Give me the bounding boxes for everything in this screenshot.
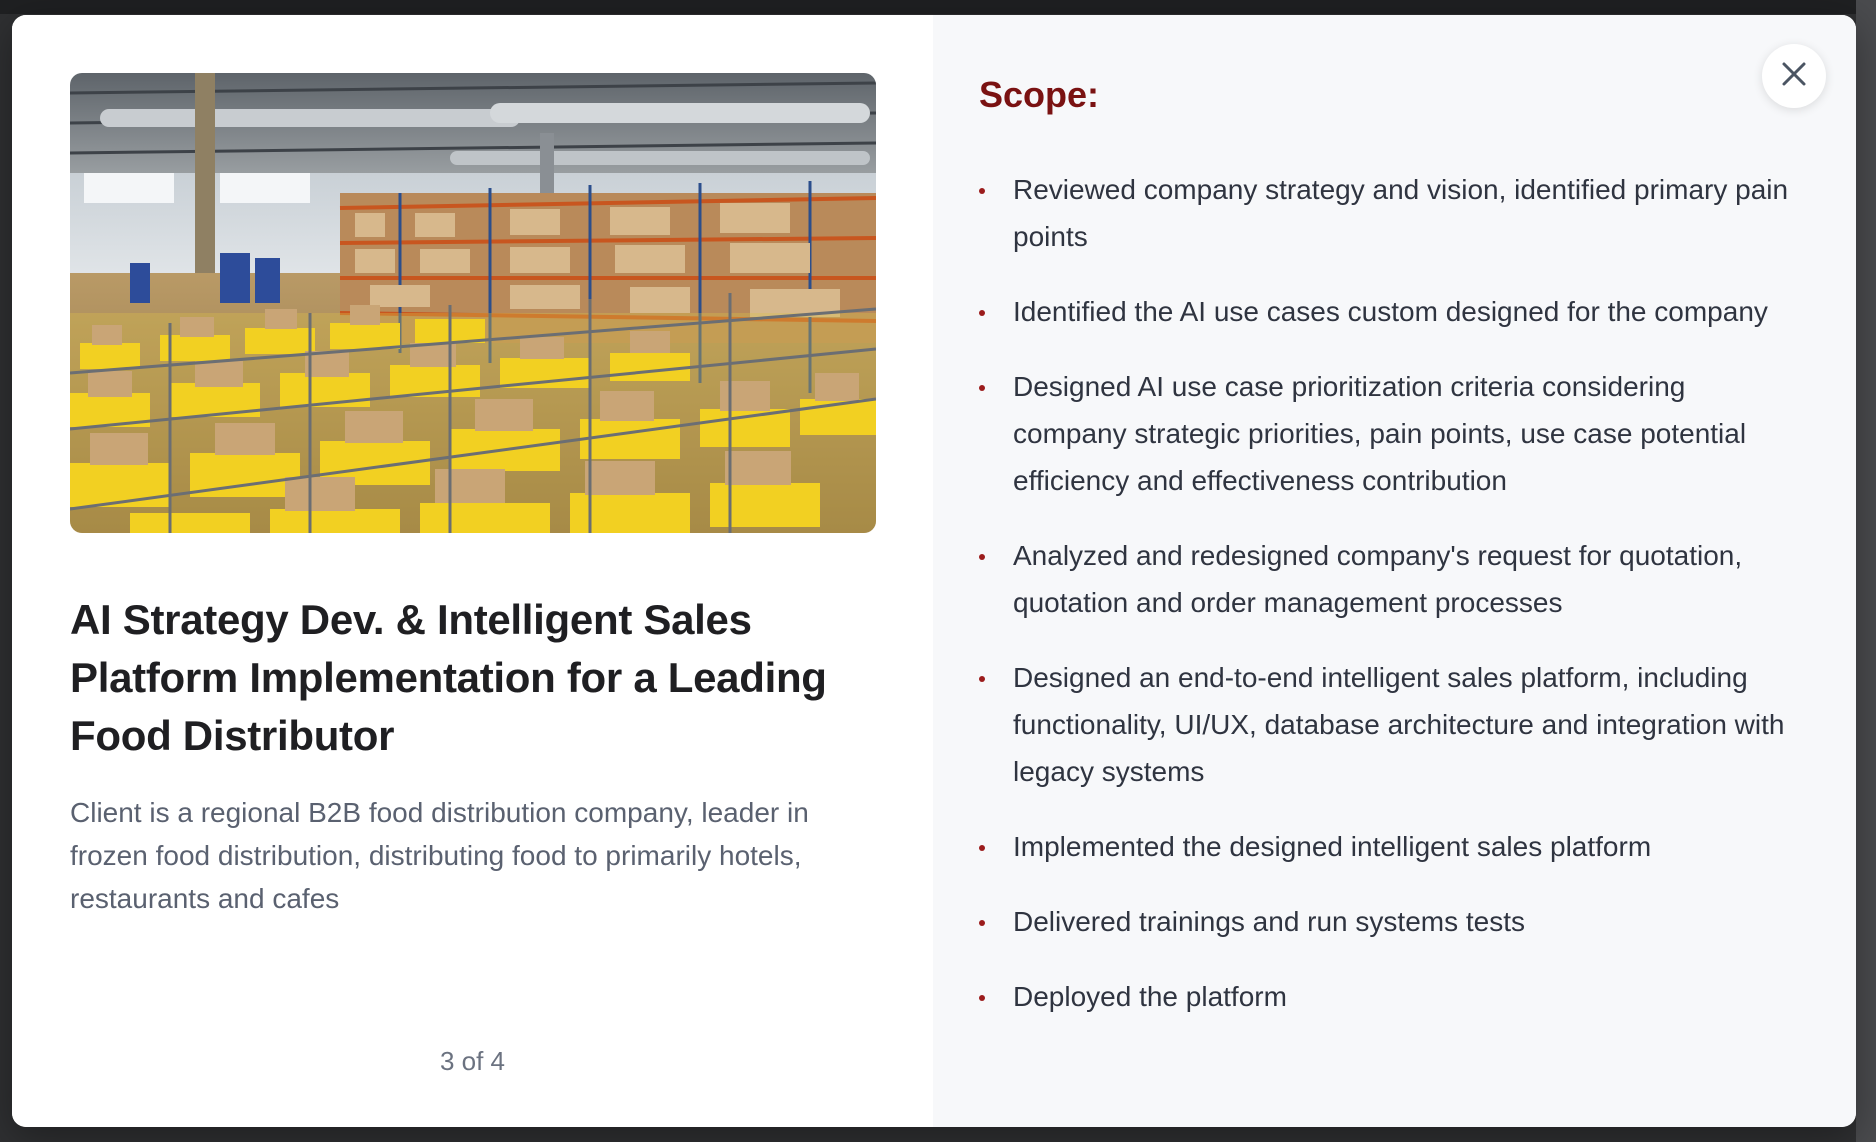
case-study-modal: AI Strategy Dev. & Intelligent Sales Pla… <box>12 15 1856 1127</box>
scope-item-text: Designed an end-to-end intelligent sales… <box>1013 662 1785 787</box>
scope-item-text: Analyzed and redesigned company's reques… <box>1013 540 1743 618</box>
bullet-dot-icon <box>979 385 985 391</box>
scope-item-text: Designed AI use case prioritization crit… <box>1013 371 1747 496</box>
scope-item-text: Reviewed company strategy and vision, id… <box>1013 174 1789 252</box>
scope-item-text: Identified the AI use cases custom desig… <box>1013 296 1768 327</box>
case-study-description: Client is a regional B2B food distributi… <box>70 797 809 914</box>
bullet-dot-icon <box>979 845 985 851</box>
page-scrollbar[interactable] <box>1856 0 1876 1142</box>
scope-item-text: Delivered trainings and run systems test… <box>1013 906 1525 937</box>
warehouse-photo <box>70 73 876 533</box>
scope-item: Implemented the designed intelligent sal… <box>979 823 1799 870</box>
scope-pane <box>933 15 1856 1127</box>
case-study-title: AI Strategy Dev. & Intelligent Sales Pla… <box>70 596 827 759</box>
bullet-dot-icon <box>979 995 985 1001</box>
scope-list: Reviewed company strategy and vision, id… <box>979 166 1799 1048</box>
scope-item-text: Implemented the designed intelligent sal… <box>1013 831 1652 862</box>
bullet-dot-icon <box>979 554 985 560</box>
scope-item: Analyzed and redesigned company's reques… <box>979 532 1799 626</box>
scope-item: Designed an end-to-end intelligent sales… <box>979 654 1799 795</box>
scope-heading: Scope: <box>979 74 1100 115</box>
close-button[interactable] <box>1762 44 1826 108</box>
scope-item: Delivered trainings and run systems test… <box>979 898 1799 945</box>
bullet-dot-icon <box>979 920 985 926</box>
slide-pager: 3 of 4 <box>439 1046 506 1076</box>
bullet-dot-icon <box>979 676 985 682</box>
close-icon <box>1781 61 1807 92</box>
bullet-dot-icon <box>979 310 985 316</box>
scope-item: Identified the AI use cases custom desig… <box>979 288 1799 335</box>
page-top-bar <box>0 0 1876 14</box>
scope-item: Designed AI use case prioritization crit… <box>979 363 1799 504</box>
scope-item: Reviewed company strategy and vision, id… <box>979 166 1799 260</box>
scope-item-text: Deployed the platform <box>1013 981 1287 1012</box>
scope-item: Deployed the platform <box>979 973 1799 1020</box>
bullet-dot-icon <box>979 188 985 194</box>
case-study-summary-pane: AI Strategy Dev. & Intelligent Sales Pla… <box>12 15 933 1127</box>
